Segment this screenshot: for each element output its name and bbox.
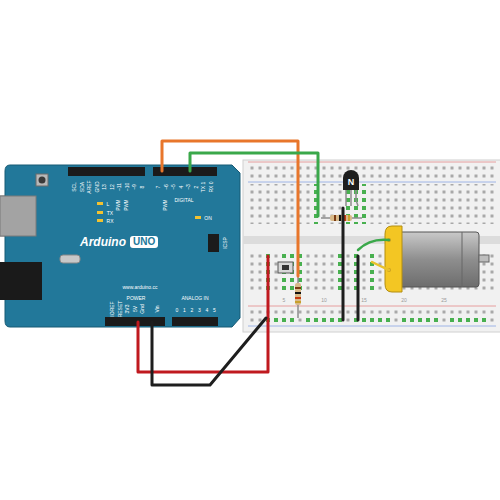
pin-label: 13 [102,184,107,190]
header-label: ANALOG IN [181,296,208,301]
column-number: 10 [321,298,327,303]
pin-label: RX 0 [208,181,213,192]
pin-label: GND [94,181,99,192]
board-name: Arduino [80,236,126,248]
pin-label: 4 [206,308,209,313]
led-label: L [107,202,110,207]
header-label: POWER [127,296,146,301]
pin-label: 3V3 [125,305,130,314]
pin-label: Vin [155,305,160,312]
pin-label: 2 [193,186,198,189]
pin-label: 5V [132,306,137,312]
pin-label: ~5 [171,184,176,190]
led-label: TX [107,211,113,216]
pin-label: ~11 [117,183,122,191]
pin-label: 4 [178,186,183,189]
wires [138,141,389,385]
pwm-label: PWM [117,200,122,211]
column-number: 15 [361,298,367,303]
pin-label: SCL [72,182,77,192]
pin-label: 2 [191,308,194,313]
pin-label: ~10 [124,183,129,191]
pin-label: TX 1 [201,182,206,193]
pin-label: ~3 [186,184,191,190]
header-label: DIGITAL [174,198,193,203]
resistor-symbol [295,272,301,318]
column-number: 25 [441,298,447,303]
pin-label: 5 [213,308,216,313]
pin-label: 3 [198,308,201,313]
pin-label: ~9 [132,184,137,190]
transistor-body: N [343,172,359,190]
pin-label: 1 [183,308,186,313]
dc-motor [385,226,489,292]
pin-label: ~6 [163,184,168,190]
pin-label: IOREF [110,301,115,316]
led-label: RX [107,219,114,224]
pin-label: Gnd [140,304,145,313]
pwm-label: PWM [125,200,130,211]
header-label: ICSP [223,237,228,249]
transistor-type: N [348,178,355,187]
pin-label: SDA [79,182,84,192]
column-number: 5 [283,298,286,303]
board-model: UNO [130,236,158,248]
breadboard [243,160,500,332]
pushbutton [278,262,293,273]
led-label: ON [204,216,212,221]
arduino-board [0,165,240,327]
board-url: www.arduino.cc [122,285,157,290]
transistor-symbol [343,170,359,206]
pin-label: 0 [176,308,179,313]
pin-label: AREF [87,180,92,193]
column-number: 20 [401,298,407,303]
pin-label: 7 [156,186,161,189]
pwm-label: PWM [164,200,169,211]
pin-label: 12 [109,184,114,190]
pin-label: RESET [117,301,122,318]
pin-label: 8 [139,186,144,189]
